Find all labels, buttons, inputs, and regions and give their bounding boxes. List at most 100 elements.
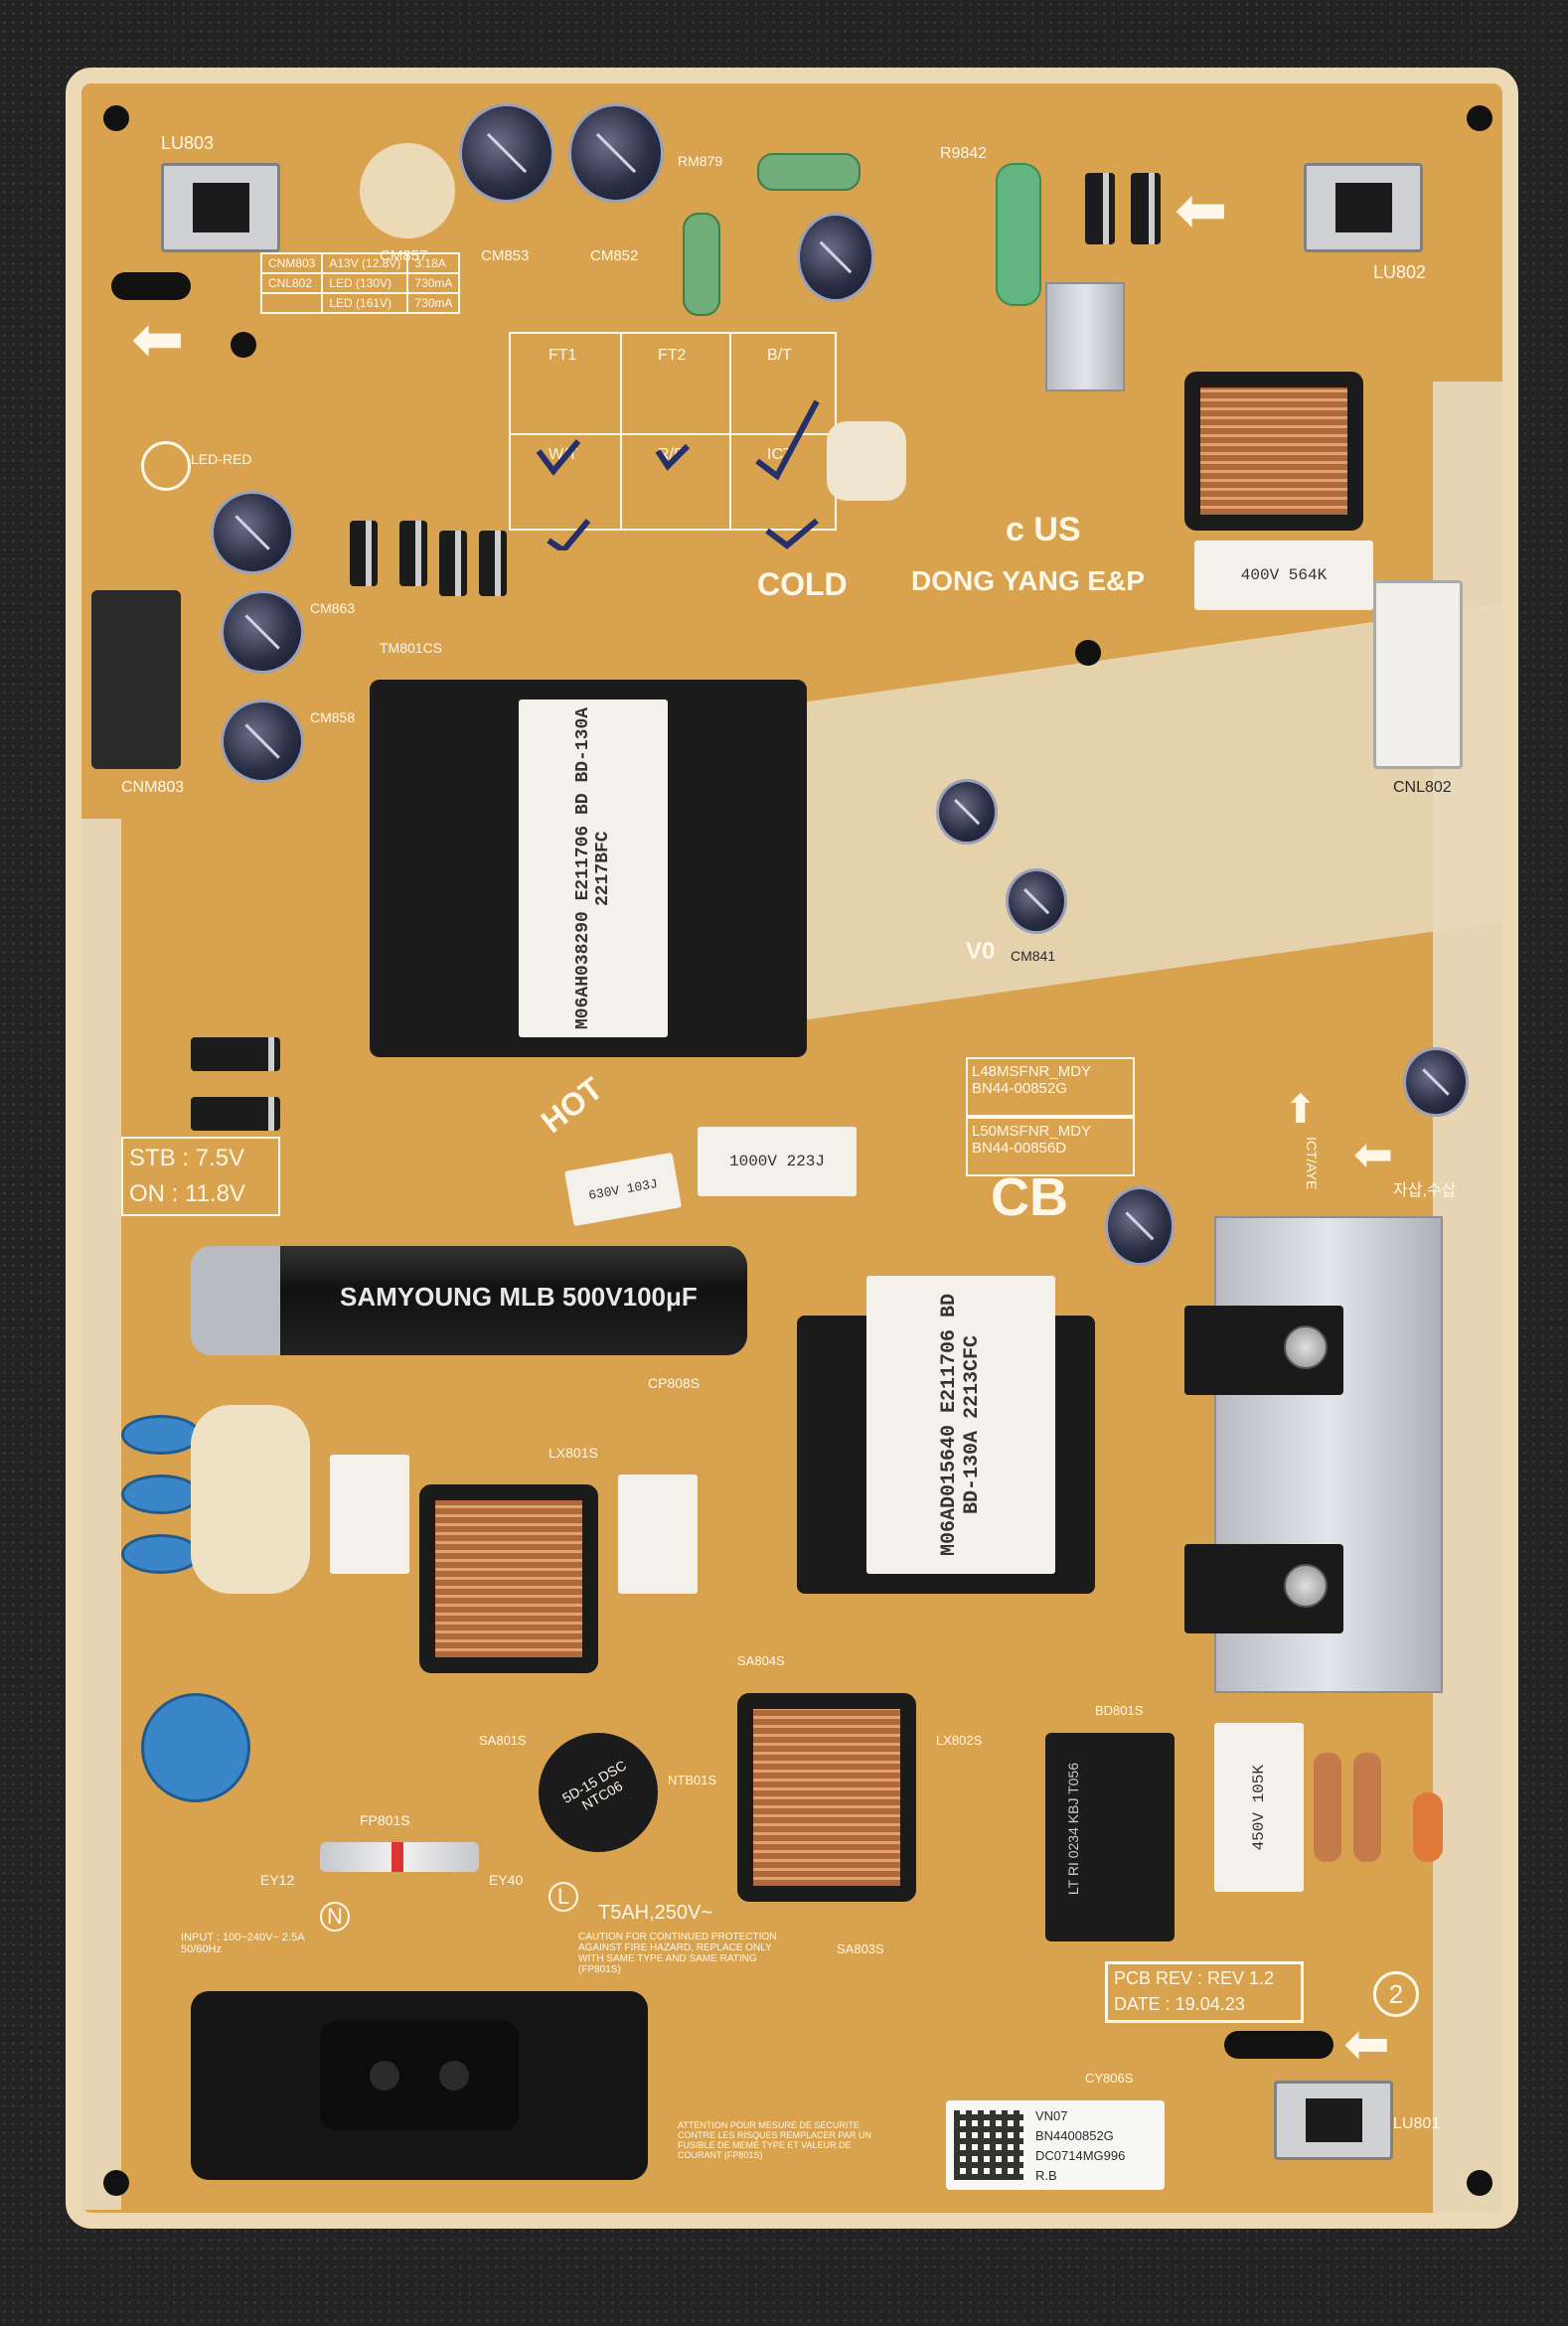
checkmark-icon: [536, 399, 820, 554]
label-ft1: FT1: [549, 347, 577, 364]
label-input: INPUT : 100~240V~ 2.5A 50/60Hz: [181, 1932, 304, 1955]
common-mode-choke-lx801s: [419, 1484, 598, 1673]
sticker-rev: R.B: [1035, 2168, 1057, 2183]
cap-footprint-cm857: [360, 143, 455, 238]
diode: [350, 521, 378, 586]
label-page-num: 2: [1373, 1971, 1419, 2017]
label-ul-mark: c US: [1006, 511, 1081, 548]
resistor-rm879: [757, 153, 861, 191]
y-capacitor: [121, 1474, 201, 1514]
label-cnm803: CNM803: [121, 779, 185, 796]
capacitor-cm858: [221, 699, 304, 783]
label-ict-aye: ICT/AYE: [1304, 1137, 1320, 1190]
capacitor-cm852: [568, 103, 664, 203]
screw-top: [1284, 1325, 1328, 1369]
label-stb: STB : 7.5V: [129, 1145, 245, 1171]
connector-cnm803: [91, 590, 181, 769]
label-cp808s: CP808S: [648, 1375, 701, 1391]
mounting-hole-br: [1467, 2170, 1492, 2196]
capacitor-cm853: [459, 103, 554, 203]
bridge-text: LT RI 0234 KBJ T056: [1065, 1763, 1081, 1896]
label-pcb-rev: PCB REV : REV 1.2: [1114, 1968, 1275, 1988]
label-cnl802: CNL802: [1393, 779, 1452, 796]
label-cm863: CM863: [310, 600, 356, 616]
mounting-hole-tl: [103, 105, 129, 131]
clip-lu801: [1274, 2081, 1393, 2160]
bridge-rectifier-bd801s: LT RI 0234 KBJ T056: [1045, 1733, 1175, 1941]
diode: [191, 1037, 280, 1071]
inspection-checkmarks: [519, 372, 876, 555]
label-hot: HOT: [534, 1070, 610, 1141]
arrow-left-icon: ⬅: [1175, 174, 1228, 245]
capacitor-cm816: [1403, 1047, 1469, 1117]
grid-line: [729, 334, 731, 529]
mounting-hole-bl: [103, 2170, 129, 2196]
label-sa803s: SA803S: [837, 1941, 884, 1956]
label-cm852: CM852: [590, 247, 639, 264]
capacitor-cm830: [936, 779, 998, 845]
isolation-zone-left: [81, 819, 121, 2210]
arrow-up-icon: ⬆: [1284, 1088, 1318, 1132]
film-cap-1000v-text: 1000V 223J: [728, 1153, 825, 1170]
model-text-2: L50MSFNR_MDY BN44-00856D: [972, 1123, 1091, 1157]
thermistor-ntc: 5D-15 DSC NTC06: [539, 1733, 658, 1852]
label-tm801cs: TM801CS: [380, 640, 443, 656]
label-caution: CAUTION FOR CONTINUED PROTECTION AGAINST…: [578, 1932, 777, 1975]
socket-pin: [439, 2061, 469, 2091]
capacitor-cm863: [221, 590, 304, 674]
film-cap-1000v: 1000V 223J: [698, 1127, 857, 1196]
model-box-1: L48MSFNR_MDY BN44-00852G: [966, 1057, 1135, 1117]
grid-line: [511, 433, 835, 435]
screw-bottom: [1284, 1564, 1328, 1608]
film-cap-450v: 450V 105K: [1214, 1723, 1304, 1892]
arrow-left-icon: ⬅: [1353, 1129, 1394, 1181]
label-lu801: LU801: [1393, 2115, 1441, 2132]
label-led-red: LED-RED: [191, 451, 252, 467]
white-thermal-pad: [827, 421, 906, 501]
bulk-capacitor-text: SAMYOUNG MLB 500V100μF: [340, 1282, 698, 1312]
label-lx802s: LX802S: [936, 1733, 983, 1748]
small-heatsink: [1045, 282, 1125, 391]
label-cy806s: CY806S: [1085, 2071, 1134, 2086]
sticker-code: VN07: [1035, 2108, 1068, 2123]
label-sa804s: SA804S: [737, 1653, 785, 1668]
diode: [439, 531, 467, 596]
label-attention: ATTENTION POUR MESURE DE SECURITE CONTRE…: [678, 2120, 871, 2160]
label-ntb01s: NTB01S: [668, 1773, 717, 1787]
label-lu803: LU803: [161, 133, 215, 153]
film-cap-630v-text: 630V 103J: [587, 1175, 659, 1203]
label-korean: 자삽,수삽: [1393, 1182, 1457, 1199]
standby-transformer: [1184, 372, 1363, 531]
film-cap-450v-text: 450V 105K: [1250, 1764, 1268, 1851]
label-ey40: EY40: [489, 1872, 524, 1888]
sticker-serial: DC0714MG996: [1035, 2148, 1126, 2163]
second-transformer-label: M06AD015640 E211706 BD BD-130A 2213CFC: [866, 1276, 1055, 1574]
table-row: LED (161V)730mA: [259, 292, 461, 314]
connector-cnl802: [1373, 580, 1463, 769]
capacitor-left-1: [211, 491, 294, 574]
label-bt: B/T: [767, 347, 792, 364]
diode: [399, 521, 427, 586]
resistor: [1314, 1753, 1341, 1862]
sticker-part: BN4400852G: [1035, 2128, 1114, 2143]
glue-blob: [191, 1405, 310, 1594]
model-text-1: L48MSFNR_MDY BN44-00852G: [972, 1063, 1091, 1097]
label-cm858: CM858: [310, 709, 356, 725]
label-rm879: RM879: [678, 153, 723, 169]
label-fuse-rating: T5AH,250V~: [598, 1902, 713, 1924]
fuse-band: [392, 1842, 403, 1872]
resistor-vertical: [683, 213, 720, 316]
x-capacitor-2: [618, 1474, 698, 1594]
label-pcb-date: DATE : 19.04.23: [1114, 1994, 1245, 2014]
board-slot: [1224, 2031, 1333, 2059]
capacitor-cm815: [797, 213, 874, 302]
label-v0: V0: [966, 938, 996, 965]
label-lx801s: LX801S: [549, 1445, 598, 1461]
pcb-board: LU803 LU802 LU801 ⬅ ⬅ ⬅ ⬅ ⬆ CM857 CM853 …: [66, 68, 1518, 2229]
qr-code-icon: [954, 2110, 1023, 2180]
label-ft2: FT2: [658, 347, 687, 364]
led-footprint: [141, 441, 191, 491]
diode: [479, 531, 507, 596]
mounting-hole: [1075, 640, 1101, 666]
